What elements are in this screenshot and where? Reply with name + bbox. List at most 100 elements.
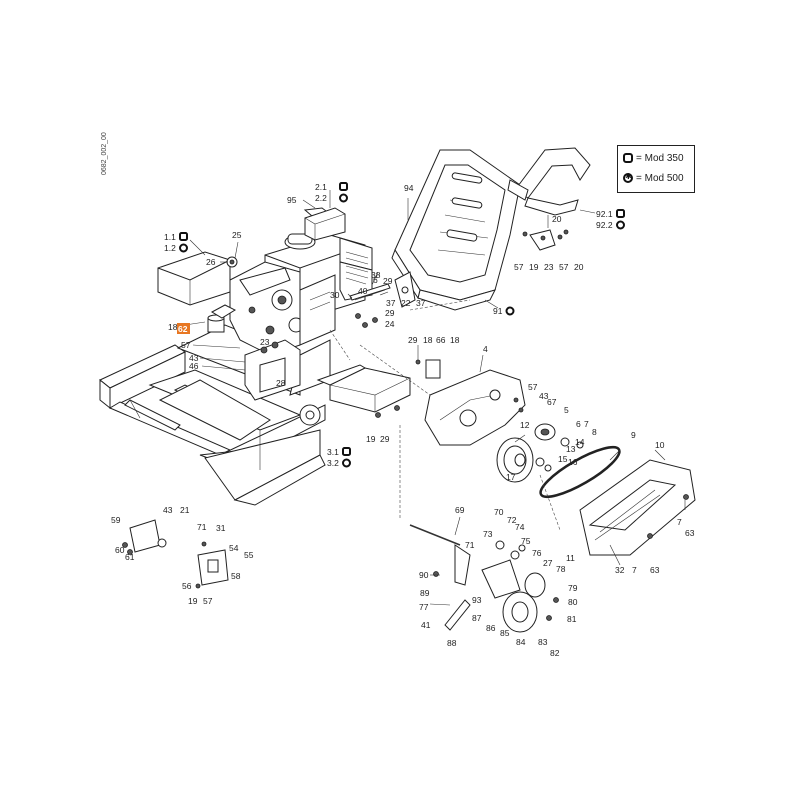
footboard-3: [316, 364, 411, 413]
legend-mod350-label: = Mod 350: [636, 152, 684, 164]
label-25: 25: [232, 230, 242, 240]
label-1-1: 1.1: [164, 232, 176, 242]
label-41: 41: [421, 620, 431, 630]
label-75: 75: [521, 536, 531, 546]
label-19b: 19: [366, 434, 376, 444]
leader-lines: [184, 190, 686, 606]
label-28: 28: [276, 378, 286, 388]
label-24: 24: [385, 319, 395, 329]
label-81: 81: [567, 614, 577, 624]
handle-92: [507, 147, 591, 216]
legend-row-mod350: = Mod 350: [623, 150, 684, 166]
label-1-2: 1.2: [164, 243, 176, 253]
label-18a: 18: [168, 322, 178, 332]
label-71a: 71: [197, 522, 207, 532]
label-57a: 57: [181, 340, 191, 350]
label-17: 17: [506, 472, 516, 482]
label-23a: 23: [260, 337, 270, 347]
label-67: 67: [547, 397, 557, 407]
label-80: 80: [568, 597, 578, 607]
highlight-62[interactable]: 62: [177, 323, 190, 334]
label-7c: 7: [632, 565, 637, 575]
label-37a: 37: [386, 298, 396, 308]
label-63a: 63: [685, 528, 695, 538]
label-71b: 71: [465, 540, 475, 550]
label-7a: 7: [584, 419, 589, 429]
label-15: 15: [558, 454, 568, 464]
bracket-59: [129, 519, 161, 553]
arm-93: [481, 559, 521, 599]
label-6: 6: [373, 275, 378, 285]
label-16: 16: [568, 457, 578, 467]
label-23b: 23: [544, 262, 554, 272]
belt-cover-10: [579, 459, 696, 556]
label-43a: 43: [189, 353, 199, 363]
label-90: 90: [419, 570, 429, 580]
label-9: 9: [631, 430, 636, 440]
label-18b: 18: [423, 335, 433, 345]
label-85: 85: [500, 628, 510, 638]
label-5: 5: [564, 405, 569, 415]
mod-500-icon: [623, 172, 633, 183]
label-57d: 57: [528, 382, 538, 392]
label-2-2: 2.2: [315, 193, 327, 203]
label-4: 4: [483, 344, 488, 354]
pulley-12: [496, 437, 534, 483]
label-92-1: 92.1: [596, 209, 613, 219]
callout-labels: 95 2.1 2.2 94 1.1 1.2 25 26 38 40 30 6 2…: [111, 182, 695, 658]
label-27: 27: [543, 558, 553, 568]
label-87: 87: [472, 613, 482, 623]
seat-91: [391, 149, 521, 311]
label-92-2: 92.2: [596, 220, 613, 230]
label-21: 21: [180, 505, 190, 515]
clutch-5: [534, 423, 584, 472]
label-76: 76: [532, 548, 542, 558]
link-88: [444, 599, 471, 631]
model-legend: = Mod 350 = Mod 500: [617, 145, 695, 193]
chassis-frame: [99, 324, 331, 506]
label-20a: 20: [552, 214, 562, 224]
label-70: 70: [494, 507, 504, 517]
label-93: 93: [472, 595, 482, 605]
label-91: 91: [493, 306, 503, 316]
label-57c: 57: [559, 262, 569, 272]
label-31: 31: [216, 523, 226, 533]
label-26: 26: [206, 257, 216, 267]
label-86: 86: [486, 623, 496, 633]
label-55: 55: [244, 550, 254, 560]
label-11: 11: [566, 553, 575, 563]
label-95: 95: [287, 195, 297, 205]
label-82: 82: [550, 648, 560, 658]
label-29b: 29: [385, 308, 395, 318]
label-14: 14: [575, 437, 585, 447]
engine: [229, 233, 373, 401]
label-29d: 29: [380, 434, 390, 444]
label-37b: 37: [416, 298, 426, 308]
cover-1: [157, 251, 231, 306]
label-19a: 19: [529, 262, 539, 272]
lever-89: [454, 544, 471, 586]
label-3-2: 3.2: [327, 458, 339, 468]
guard-4: [424, 369, 526, 446]
belt-9: [539, 445, 621, 499]
label-22: 22: [401, 298, 411, 308]
legend-row-mod500: = Mod 500: [623, 170, 684, 186]
mod-350-icon: [623, 153, 633, 163]
label-54: 54: [229, 543, 239, 553]
label-3-1: 3.1: [327, 447, 339, 457]
label-12: 12: [520, 420, 530, 430]
label-10: 10: [655, 440, 665, 450]
label-60: 60: [115, 545, 125, 555]
label-8: 8: [592, 427, 597, 437]
label-57b: 57: [514, 262, 524, 272]
label-79: 79: [568, 583, 578, 593]
label-29a: 29: [383, 276, 393, 286]
part-66: [425, 359, 441, 379]
label-63b: 63: [650, 565, 660, 575]
label-32: 32: [615, 565, 625, 575]
label-77: 77: [419, 602, 429, 612]
label-89: 89: [420, 588, 430, 598]
label-6b: 6: [576, 419, 581, 429]
label-30: 30: [330, 290, 340, 300]
label-74: 74: [515, 522, 525, 532]
